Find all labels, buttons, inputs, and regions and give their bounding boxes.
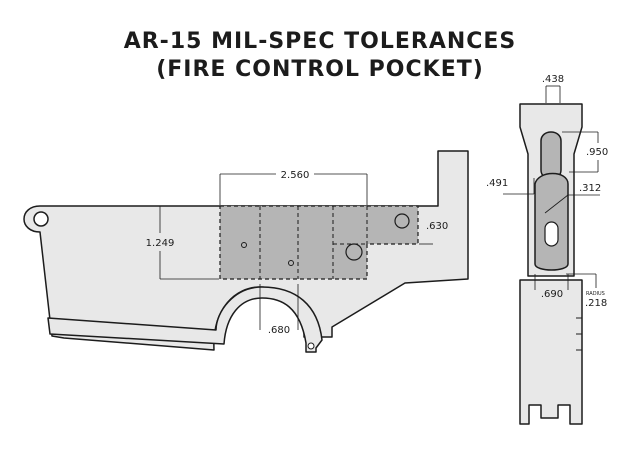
selector-hole	[394, 213, 410, 229]
dim-pocket-depth: 1.249	[146, 238, 175, 249]
trigger-guard	[47, 286, 323, 353]
top-view-dimensions	[503, 85, 600, 290]
top-view-lower-body	[519, 279, 583, 425]
safety-detent-hole	[345, 243, 363, 261]
side-view-dimensions	[159, 173, 433, 330]
dim-radius-value: .218	[585, 298, 607, 309]
dim-slot-width: .491	[486, 178, 508, 189]
top-view-slot-upper	[540, 131, 562, 180]
dim-bottom-width: .690	[541, 289, 563, 300]
top-view-trigger-slot	[544, 221, 559, 247]
diagram-title-line-2: (FIRE CONTROL POCKET)	[156, 57, 484, 82]
diagram-title-line-1: AR-15 MIL-SPEC TOLERANCES	[123, 29, 517, 54]
dim-rear-depth: .630	[426, 221, 448, 232]
takedown-pin-hole	[33, 211, 49, 227]
dim-trigger-slot: .680	[268, 325, 290, 336]
lower-receiver-top-view	[519, 103, 583, 425]
trigger-guard-pin	[307, 342, 315, 350]
fire-control-pocket	[219, 205, 419, 280]
hammer-pin-hole	[241, 242, 247, 248]
dim-pocket-length: 2.560	[281, 170, 310, 181]
dim-upper-slot: .950	[586, 147, 608, 158]
trigger-pin-hole	[288, 260, 294, 266]
dim-radius-label: RADIUS	[586, 291, 605, 297]
dim-top-width: .438	[542, 74, 564, 85]
dim-hole: .312	[579, 183, 601, 194]
